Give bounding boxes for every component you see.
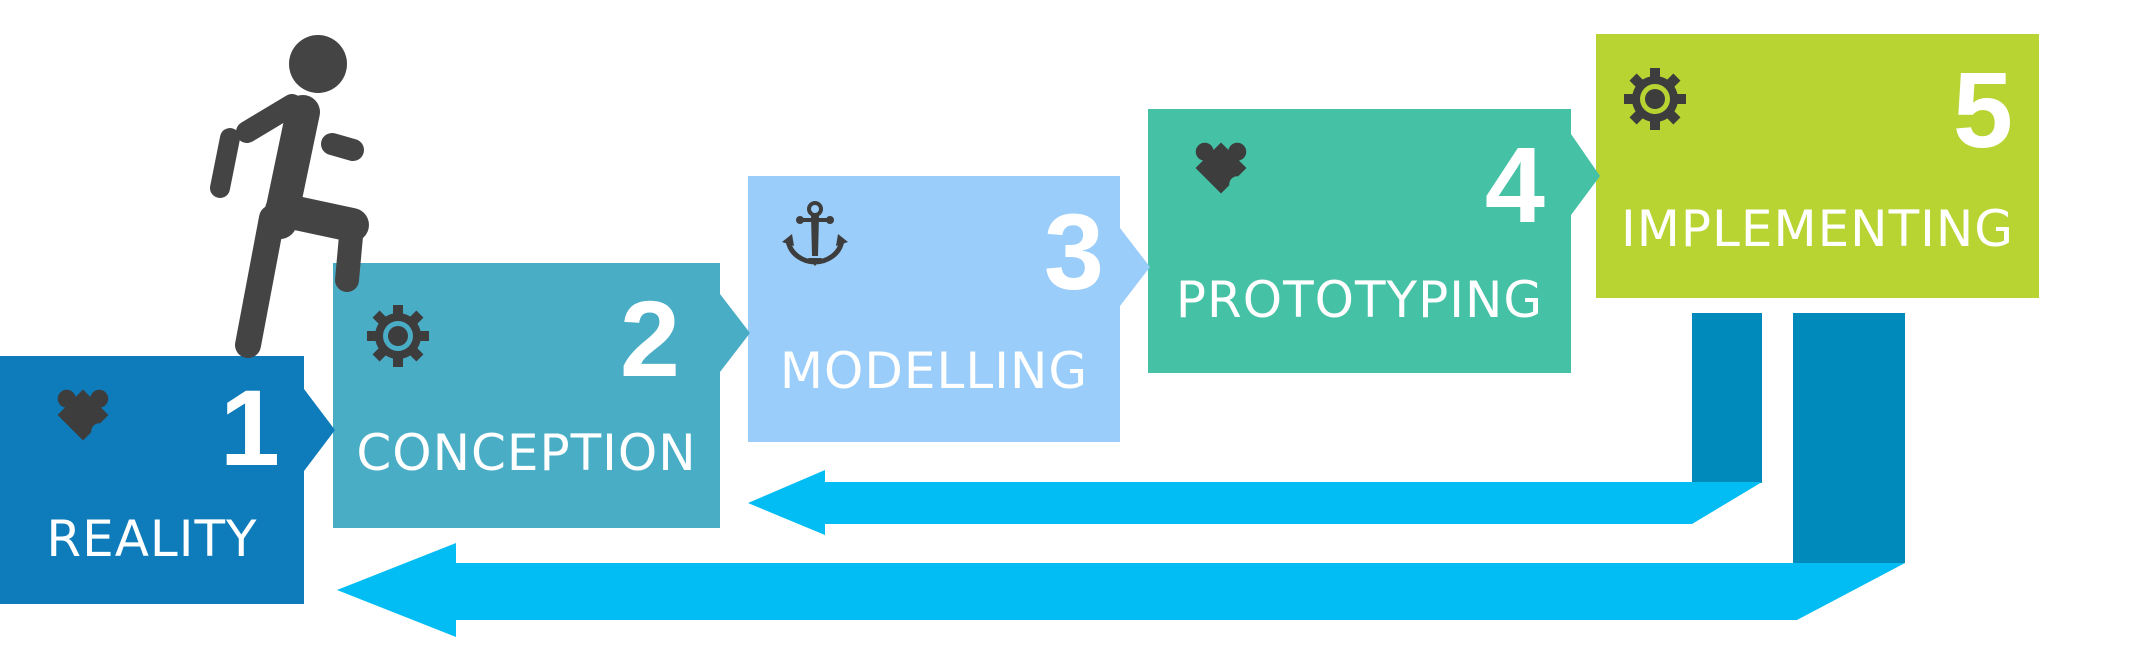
step-number: 3 (1043, 191, 1104, 312)
step-label: REALITY (46, 510, 258, 568)
step-conception: 2 CONCEPTION (333, 263, 720, 528)
chevron-right-icon (1571, 134, 1600, 215)
step-number: 4 (1484, 124, 1545, 245)
chevron-right-icon (304, 389, 335, 471)
step-label: IMPLEMENTING (1620, 200, 2015, 258)
feedback-post-outer (1793, 313, 1905, 563)
step-number: 5 (1952, 49, 2013, 170)
step-number: 2 (619, 278, 680, 399)
chevron-right-icon (1120, 228, 1150, 306)
feedback-arrow-to-conception (337, 543, 1905, 637)
chevron-right-icon (720, 294, 750, 372)
step-label: CONCEPTION (356, 424, 697, 482)
anchor-icon (780, 200, 850, 275)
step-prototyping: 4 PROTOTYPING (1148, 109, 1571, 373)
step-reality: 1 REALITY (0, 356, 304, 604)
step-label: PROTOTYPING (1175, 271, 1544, 329)
step-label: MODELLING (779, 342, 1089, 400)
step-modelling: 3 MODELLING (748, 176, 1120, 442)
puzzle-icon (1186, 133, 1256, 208)
feedback-post-inner (1692, 313, 1762, 483)
feedback-arrow-to-modelling (748, 470, 1762, 535)
step-implementing: 5 IMPLEMENTING (1596, 34, 2039, 298)
step-number: 1 (219, 367, 280, 488)
gear-icon (363, 301, 433, 376)
puzzle-icon (48, 380, 118, 455)
gear-icon (1620, 64, 1690, 139)
